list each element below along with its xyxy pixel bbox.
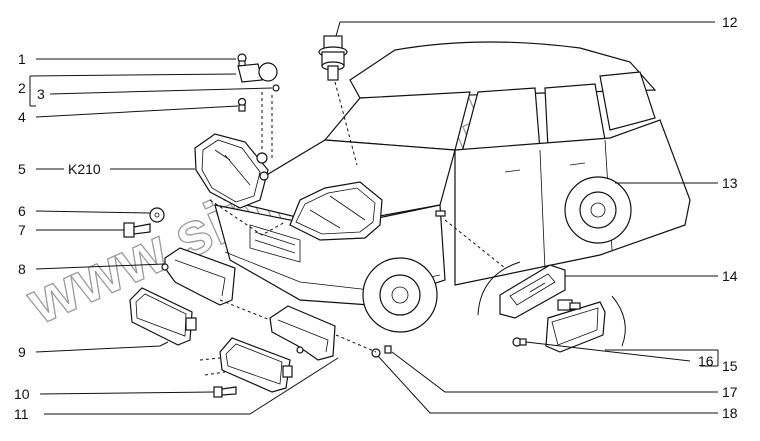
callout-16: 16	[698, 353, 714, 369]
bulb-part-1	[237, 53, 247, 67]
socket-part-12	[318, 35, 348, 81]
arc-left	[477, 261, 521, 316]
side-window-rear	[599, 71, 656, 131]
vehicle-roof	[349, 41, 657, 99]
side-window-middle	[544, 83, 606, 149]
washer-part-6	[149, 207, 165, 223]
callout-9: 9	[18, 344, 26, 360]
bulb-socket-part-2	[237, 62, 280, 92]
vehicle-body	[214, 41, 691, 333]
bulb-part-3	[272, 84, 280, 92]
leader-lines	[29, 21, 719, 415]
callout-12: 12	[722, 14, 738, 30]
callout-18: 18	[722, 405, 738, 421]
bulb-part-4	[237, 97, 247, 112]
callout-7: 7	[18, 222, 26, 238]
callout-5-code: K210	[68, 161, 101, 177]
side-indicator-part-14	[499, 264, 566, 319]
screw-part-10	[213, 386, 237, 398]
callout-8: 8	[18, 261, 26, 277]
callout-1: 1	[18, 51, 26, 67]
callout-13: 13	[722, 175, 738, 191]
callout-6: 6	[18, 203, 26, 219]
callout-2: 2	[18, 80, 26, 96]
side-indicator-lamp-part-15	[512, 299, 606, 353]
door-handle	[504, 169, 521, 173]
fog-lamp-part-11	[219, 305, 336, 393]
grille	[249, 224, 301, 263]
arc-right	[611, 295, 626, 347]
screw-part-17	[384, 345, 392, 354]
callout-5: 5	[18, 161, 26, 177]
callout-3: 3	[37, 86, 45, 102]
side-indicator-location	[435, 210, 446, 217]
callout-17: 17	[722, 384, 738, 400]
callout-11: 11	[14, 406, 29, 422]
headlamp-part-5	[194, 133, 269, 209]
callout-10: 10	[14, 386, 30, 402]
bracket-part-8	[161, 247, 236, 306]
headlamp-part-13	[289, 181, 383, 241]
fog-lamp-part-9	[129, 287, 197, 346]
callout-15: 15	[722, 358, 738, 374]
callout-14: 14	[722, 268, 738, 284]
washer-part-18	[371, 348, 381, 358]
callout-4: 4	[18, 109, 26, 125]
